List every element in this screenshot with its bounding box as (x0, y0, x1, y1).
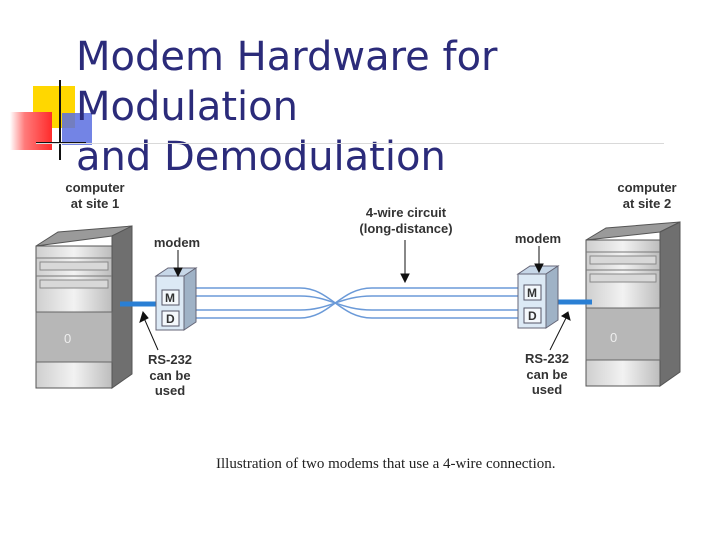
modem-right (516, 265, 560, 329)
four-wire-circuit (188, 287, 518, 319)
drive-glyph-left: 0 (64, 331, 71, 346)
title-divider (36, 143, 664, 144)
site2-label-line1: computer (617, 180, 676, 195)
arrow-rs232-left-icon (139, 310, 149, 323)
rs232-right-line3: used (532, 382, 562, 397)
rs232-left-line3: used (155, 383, 185, 398)
site1-label-line2: at site 1 (71, 196, 119, 211)
corner-accent-blue (62, 113, 92, 145)
site2-label-line2: at site 2 (623, 196, 671, 211)
modem-left-d: D (166, 312, 175, 326)
rs232-right-line2: can be (526, 367, 567, 382)
computer-site-1 (35, 225, 133, 389)
computer-site-2 (585, 221, 681, 387)
circuit-label-line2: (long-distance) (359, 221, 452, 236)
slide-title: Modem Hardware for Modulation and Demodu… (76, 32, 716, 182)
figure-caption: Illustration of two modems that use a 4-… (216, 456, 556, 472)
modem-right-m: M (527, 286, 537, 300)
drive-glyph-right: 0 (610, 330, 617, 345)
rs232-right-line1: RS-232 (525, 351, 569, 366)
modem-left-m: M (165, 291, 175, 305)
circuit-label-line1: 4-wire circuit (366, 205, 447, 220)
arrow-modem-right-icon (534, 263, 544, 274)
modem-left-label: modem (154, 235, 200, 250)
slide-title-line-2: and Demodulation (76, 134, 446, 180)
rs232-left-line2: can be (149, 368, 190, 383)
modem-right-label: modem (515, 231, 561, 246)
rs232-left-line1: RS-232 (148, 352, 192, 367)
slide-title-line-1: Modem Hardware for Modulation (76, 34, 498, 130)
site1-label-line1: computer (65, 180, 124, 195)
arrow-modem-left-icon (173, 267, 183, 278)
corner-accent-vline (59, 80, 61, 160)
modem-right-d: D (528, 309, 537, 323)
arrow-circuit-icon (400, 273, 410, 284)
modem-left (154, 267, 198, 331)
pointer-arrows (139, 240, 571, 351)
arrow-rs232-right-icon (561, 311, 571, 321)
